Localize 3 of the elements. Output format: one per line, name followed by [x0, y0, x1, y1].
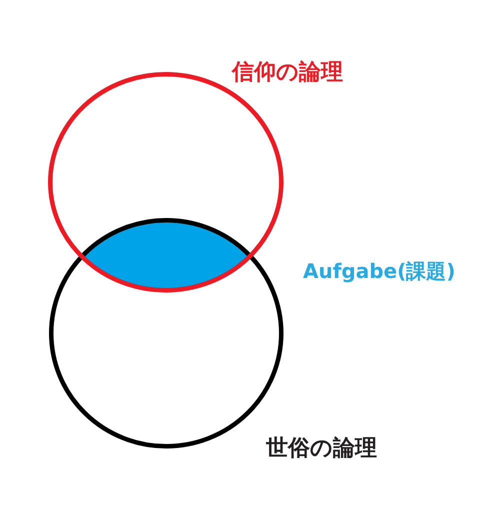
set-label: 世俗の論理 — [266, 438, 377, 460]
set-label: 信仰の論理 — [232, 62, 343, 84]
set-label: Aufgabe(課題) — [302, 261, 456, 281]
